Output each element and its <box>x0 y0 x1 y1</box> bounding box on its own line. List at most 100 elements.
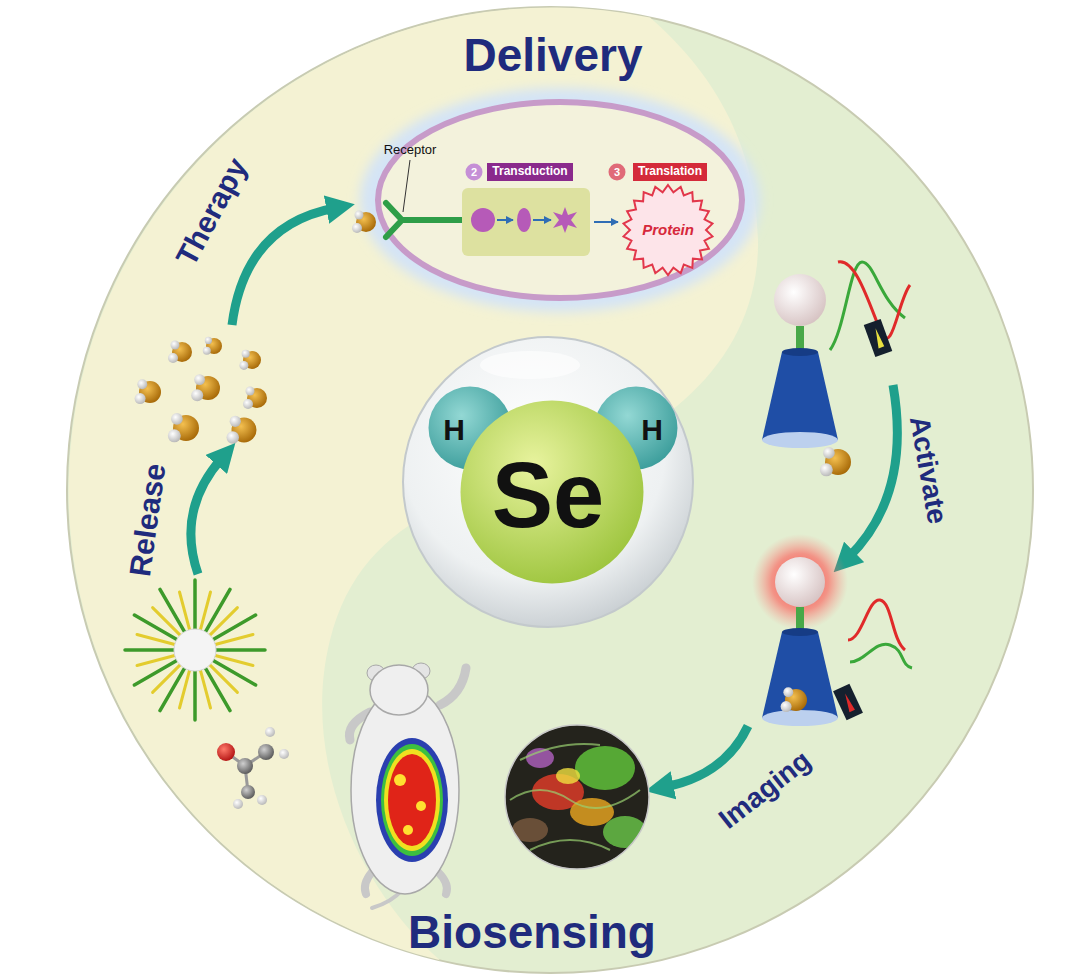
cell-illustration <box>378 102 742 298</box>
cell-image <box>500 720 660 880</box>
node-text: 2 <box>471 166 477 179</box>
mouse-image <box>349 663 466 908</box>
pathway-tag: Transduction <box>487 163 572 181</box>
probe-on <box>782 628 818 636</box>
process-arrow <box>191 208 897 787</box>
node-text: Se <box>492 443 605 549</box>
mouse-image <box>384 749 440 851</box>
probe-off <box>864 319 893 357</box>
h2se-molecule <box>168 341 192 364</box>
probe-off <box>864 319 893 357</box>
probe-on <box>762 632 838 718</box>
selenium-atom: Se <box>460 400 644 584</box>
node-text-group: Transduction <box>492 165 567 179</box>
part-label: Receptor <box>384 143 437 158</box>
probe-on <box>848 600 905 650</box>
probe-off <box>762 262 910 448</box>
probe-on <box>752 534 912 726</box>
receptor-symbol <box>386 160 462 237</box>
process-arrow <box>665 726 748 787</box>
donor-molecule <box>279 749 289 759</box>
micelle-carrier <box>125 580 265 720</box>
node-text: H <box>443 413 465 448</box>
h2se-molecule <box>168 413 199 442</box>
mouse-image <box>388 754 436 846</box>
cell-illustration <box>497 219 513 221</box>
micelle-carrier <box>125 580 265 720</box>
donor-molecule <box>258 744 274 760</box>
process-arrow <box>848 385 897 558</box>
step-badge-shape <box>466 164 483 181</box>
cell-illustration <box>517 208 531 232</box>
step-badge: 3 <box>608 163 626 181</box>
probe-off <box>830 262 905 350</box>
probe-off <box>872 328 884 349</box>
probe-off <box>782 348 818 356</box>
h2se-molecule <box>239 350 261 370</box>
cell-image <box>570 798 614 826</box>
mouse-image <box>376 738 448 862</box>
h2se-molecule <box>191 374 220 401</box>
cell-image <box>556 768 580 784</box>
cell-image <box>575 746 635 790</box>
green-half <box>67 7 1033 973</box>
node-text-group: Protein <box>642 221 694 238</box>
micelle-carrier <box>174 629 216 671</box>
donor-molecule <box>217 743 235 761</box>
process-arrow <box>191 458 222 574</box>
cell-illustration <box>462 188 590 256</box>
mouse-image <box>440 668 466 705</box>
h2se-molecule <box>135 379 161 404</box>
cell-illustration <box>471 208 495 232</box>
yin-yang-ground <box>67 7 1033 973</box>
glass-sphere <box>403 337 693 627</box>
section-title: Biosensing <box>408 906 656 959</box>
cell-image <box>500 720 660 880</box>
probe-on <box>850 644 912 668</box>
probe-on <box>841 693 854 713</box>
mouse-image <box>351 686 459 894</box>
probe-on <box>781 687 807 712</box>
cell-illustration <box>533 219 551 221</box>
process-arrow <box>232 208 335 325</box>
donor-molecule <box>241 785 255 799</box>
h2se-molecule <box>820 447 851 476</box>
donor-molecule <box>265 727 275 737</box>
section-title: Delivery <box>463 29 642 82</box>
cell-image <box>505 725 649 869</box>
receptor-symbol <box>386 203 402 237</box>
mouse-image <box>370 665 428 715</box>
receptor-symbol <box>402 217 462 223</box>
micelle-carrier <box>137 592 253 708</box>
probe-off <box>762 432 838 448</box>
h2se-molecule <box>203 337 222 355</box>
probe-on <box>833 684 863 721</box>
h2se-molecule <box>243 387 267 410</box>
probe-off <box>774 274 826 326</box>
mouse-image <box>394 774 406 786</box>
glass-sphere <box>403 337 693 627</box>
glass-sphere <box>480 351 580 379</box>
pathway-tag: Translation <box>633 163 707 181</box>
cell-illustration <box>360 88 760 312</box>
node-text-group: Translation <box>638 165 702 179</box>
step-badge-shape <box>609 164 626 181</box>
cell-illustration <box>553 207 577 233</box>
cell-image <box>510 744 640 850</box>
probe-on <box>833 684 863 721</box>
node-text: 3 <box>614 166 620 179</box>
h2se-molecule <box>135 211 376 444</box>
node-text-group: H <box>443 413 465 448</box>
probe-on <box>775 557 825 607</box>
donor-molecule <box>217 727 289 809</box>
mouse-image <box>438 872 447 894</box>
donor-molecule <box>237 758 253 774</box>
h2se-molecule <box>227 416 257 444</box>
cell-illustration <box>360 88 760 312</box>
h2se-molecule <box>352 211 376 234</box>
protein-starburst-shape <box>624 185 713 275</box>
step-badge: 2 <box>465 163 483 181</box>
mouse-image <box>365 872 372 894</box>
node-text: Protein <box>642 221 694 238</box>
